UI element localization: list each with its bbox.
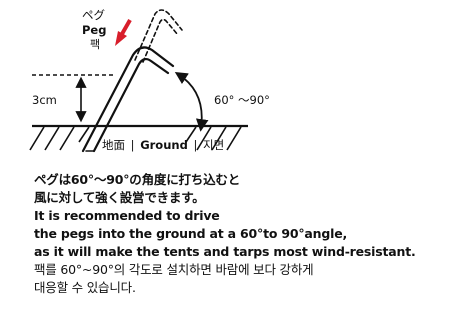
peg-label-kr: 팩 <box>90 38 100 51</box>
peg-label-en: Peg <box>82 23 106 37</box>
note-jp-line-2: 風に対して強く設営できます。 <box>34 190 205 205</box>
note-kr-line-2: 대응할 수 있습니다. <box>34 280 136 295</box>
instruction-notes: ペグは60°～90°の角度に打ち込むと 風に対して強く設営できます。 It is… <box>34 171 464 297</box>
peg-angle-diagram: ペグ Peg 팩 3cm 60° ～90° 地面 | Ground <box>29 8 270 153</box>
note-en-line-3: as it will make the tents and tarps most… <box>34 244 416 259</box>
ground-label-en: Ground <box>140 138 188 152</box>
ground-label-jp: 地面 <box>102 138 125 152</box>
ground-label-kr: 지면 <box>203 138 224 152</box>
note-en-line-2: the pegs into the ground at a 60°to 90°a… <box>34 226 348 241</box>
dashed-peg-outline <box>134 9 183 63</box>
height-label: 3cm <box>32 93 57 107</box>
note-jp-line-1: ペグは60°～90°の角度に打ち込むと <box>34 172 240 187</box>
ground-separator-1: | <box>131 138 135 152</box>
note-en-line-1: It is recommended to drive <box>34 208 220 223</box>
red-arrow-icon <box>115 19 132 46</box>
angle-label: 60° ～90° <box>214 93 270 107</box>
peg-icon <box>81 46 175 153</box>
ground-separator-2: | <box>193 138 197 152</box>
peg-label-jp: ペグ <box>82 8 105 22</box>
ground-hatching <box>29 126 242 151</box>
angle-arc-arrow <box>174 71 209 132</box>
note-kr-line-1: 팩를 60°~90°의 각도로 설치하면 바람에 보다 강하게 <box>34 262 314 277</box>
ground-label: 地面 | Ground | 지면 <box>102 138 224 152</box>
